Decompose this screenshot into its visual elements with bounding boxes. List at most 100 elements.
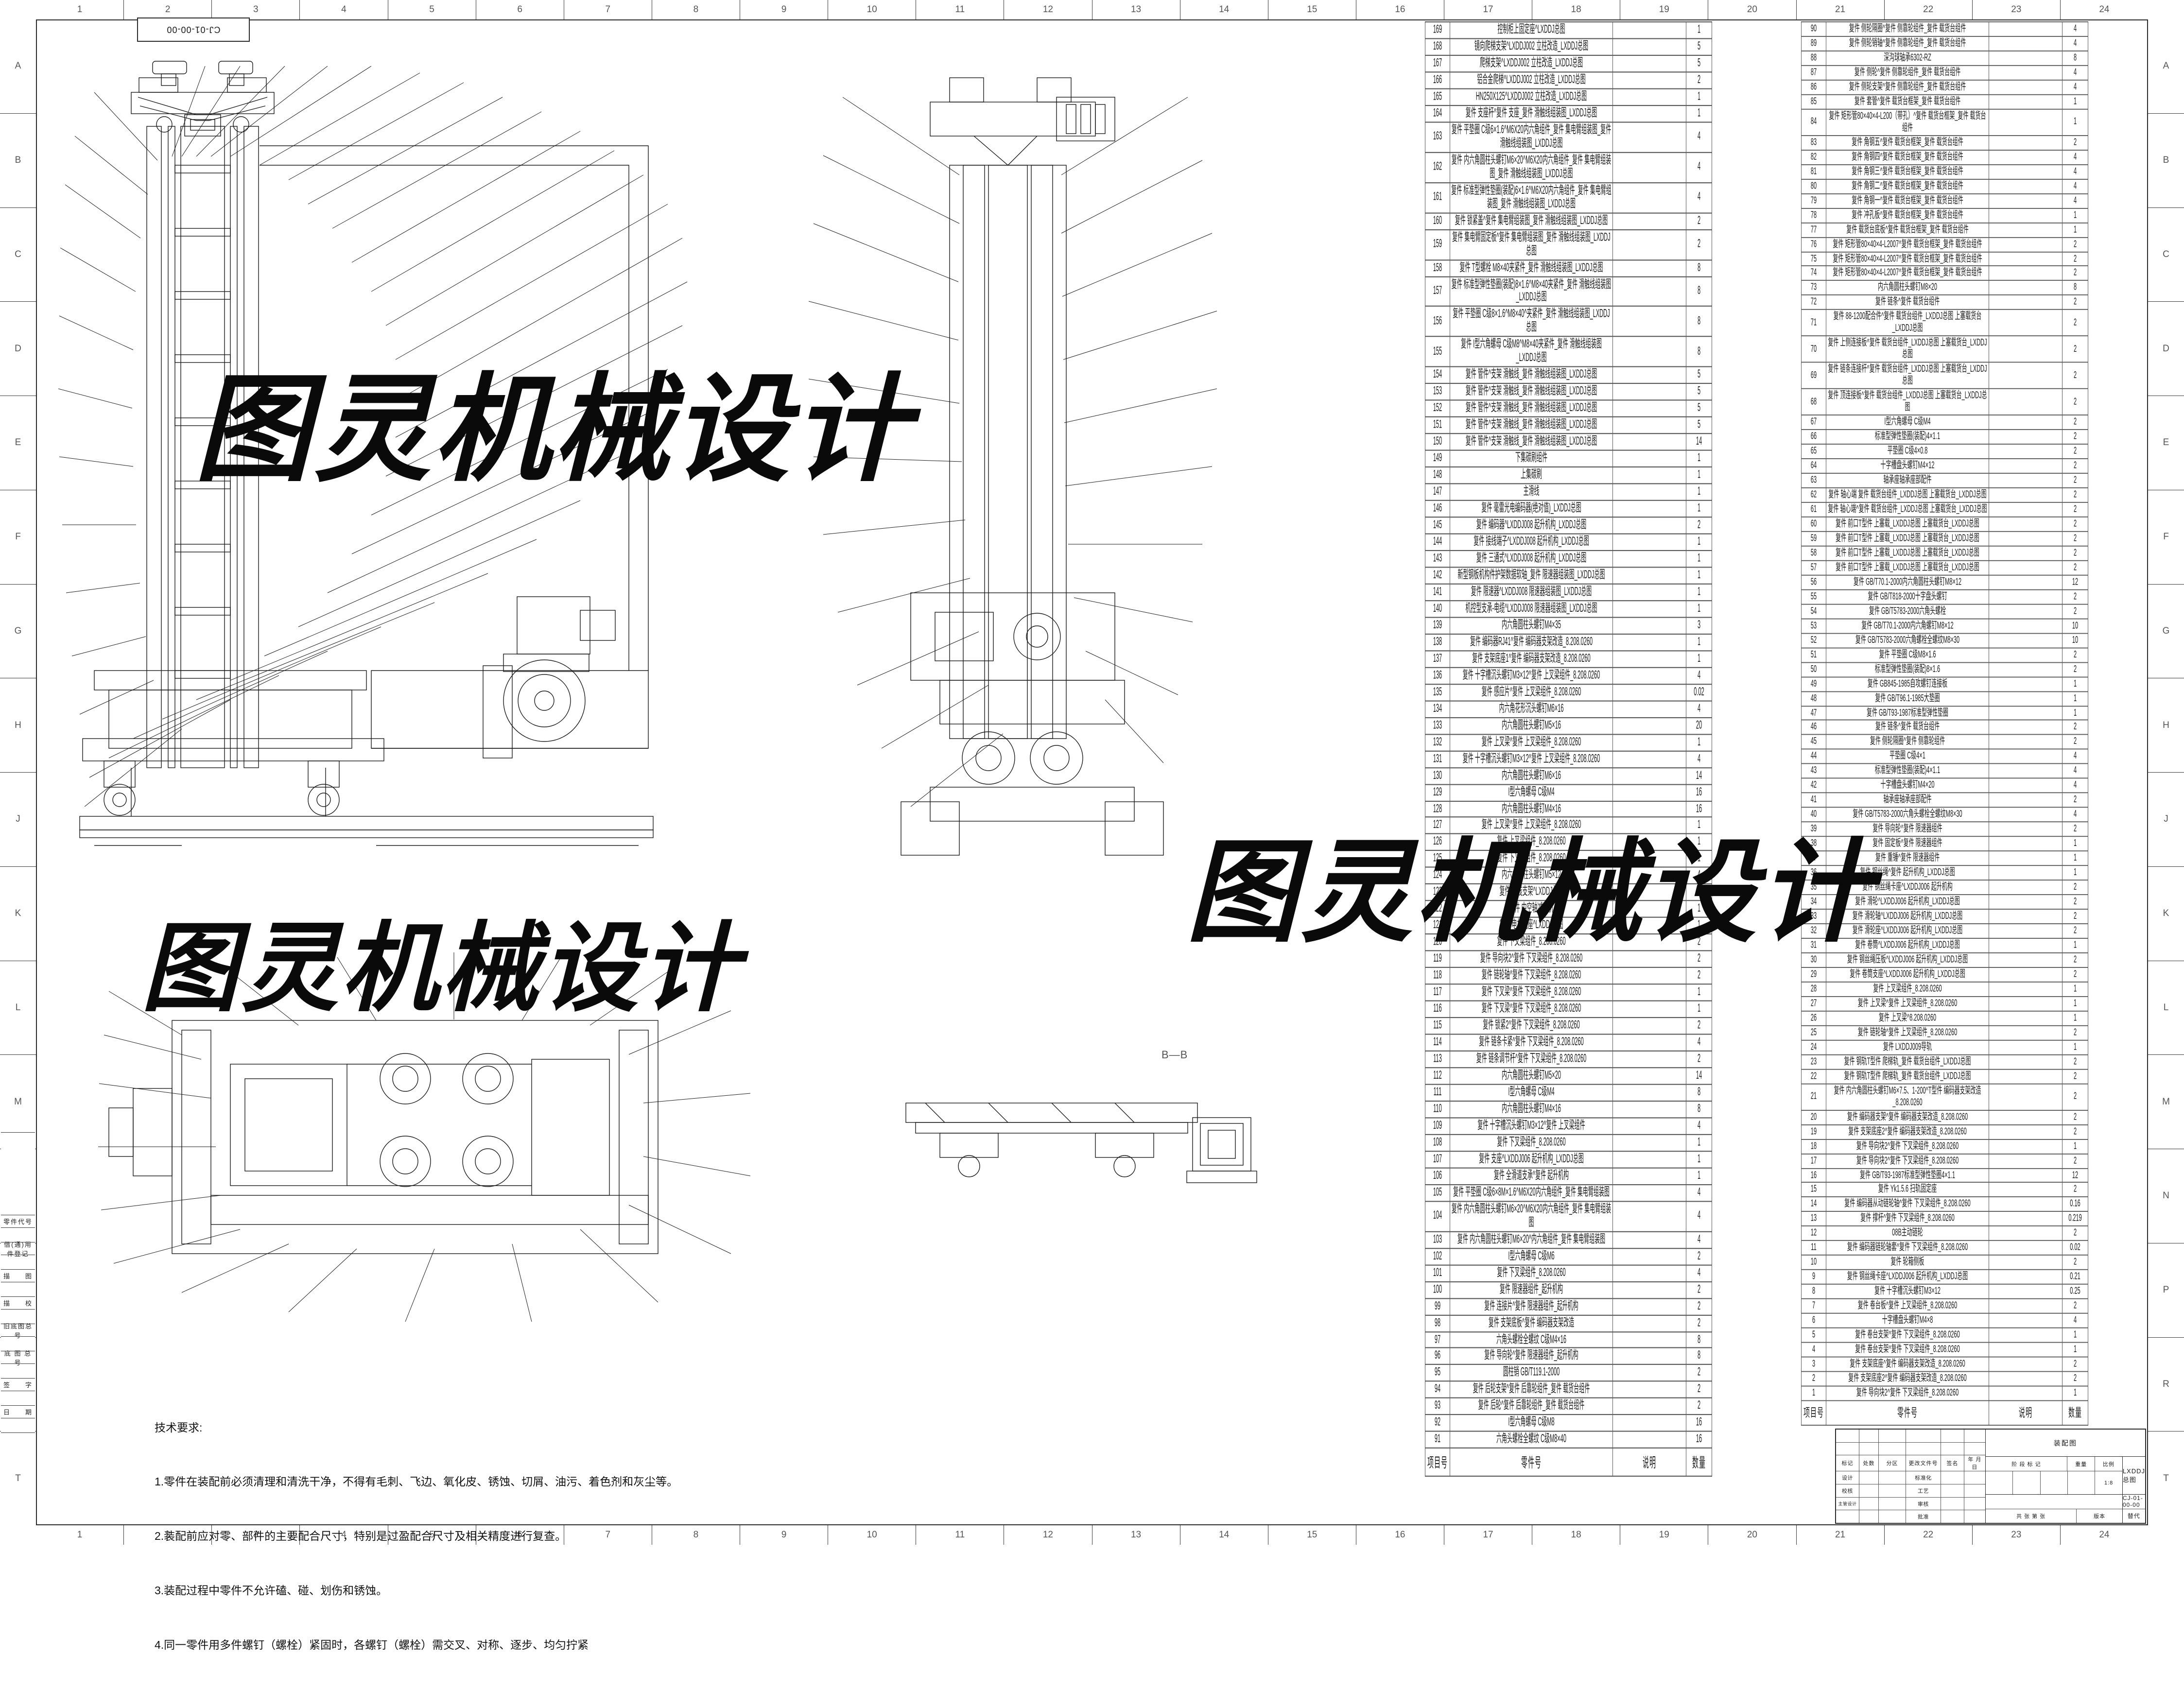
bom-cell-part: 深沟球轴承6302-RZ	[1826, 50, 1989, 66]
bom-cell-qty: 4	[2062, 164, 2088, 180]
bom-cell-desc	[1612, 1117, 1686, 1135]
bom-cell-qty: 16	[1686, 1431, 1712, 1449]
bom-cell-qty: 5	[1686, 38, 1712, 56]
bom-cell-item: 21	[1801, 1083, 1826, 1111]
bom-cell-qty: 2	[2062, 516, 2088, 532]
bom-cell-desc	[1989, 1182, 2063, 1198]
zone-right-cell-G: G	[2148, 585, 2184, 679]
bom-cell-qty: 4	[1686, 750, 1712, 768]
bom-cell-part: 复件 集电臂固定板^复件 集电臂组装图_复件 滑触线组装图_LXDDJ总图	[1450, 228, 1613, 260]
bom-cell-item: 122	[1425, 900, 1450, 918]
stage-weight-scale-left: 阶 段 标 记 重量 比例 1:8	[1985, 1457, 2123, 1494]
bom-cell-qty: 2	[2062, 792, 2088, 808]
bom-cell-item: 118	[1425, 967, 1450, 985]
bom-cell-item: 133	[1425, 717, 1450, 735]
bom-cell-part: 复件 内六角圆柱头螺钉M6×7.5、1-200^T型件 编码器支架改造_8.20…	[1826, 1083, 1989, 1111]
bom-cell-qty: 2	[2062, 952, 2088, 968]
bom-cell-desc	[1612, 121, 1686, 153]
bom-cell-qty: 2	[1686, 1050, 1712, 1069]
bom-cell-qty: 2	[2062, 237, 2088, 252]
bom-cell-desc	[1612, 1397, 1686, 1415]
bom-cell-part: 复件 十字槽沉头螺钉M3×12^复件 上叉梁组件_8.208.0260	[1450, 667, 1613, 685]
zone-left-cell-G: G	[0, 585, 36, 679]
bom-cell-item: 156	[1425, 306, 1450, 338]
bom-cell-item: 66	[1801, 429, 1826, 445]
zone-top-cell-24: 24	[2099, 4, 2110, 15]
bom-cell-desc	[1612, 633, 1686, 651]
stage-mark-cell-2	[2013, 1471, 2041, 1494]
zone-top-cell-2: 2	[124, 0, 212, 19]
registration-field-5[interactable]	[1, 1364, 35, 1379]
bom-cell-item: 126	[1425, 833, 1450, 851]
bom-cell-item: 65	[1801, 444, 1826, 459]
bom-cell-part: 复件 内六角圆柱头螺钉M6×20^内六角组件_复件 集电臂组装图	[1450, 1231, 1613, 1249]
bom-cell-qty: 2	[1686, 1247, 1712, 1265]
registration-field-7[interactable]	[1, 1418, 35, 1433]
bom-cell-part: 轴承座轴承座部配件	[1826, 472, 1989, 488]
bom-cell-qty: 2	[2062, 923, 2088, 939]
registration-field-0[interactable]	[1, 1228, 35, 1242]
bom-cell-part: 复件 上叉梁^8.208.0260	[1826, 1010, 1989, 1026]
registration-field-3[interactable]	[1, 1310, 35, 1324]
registration-field-2[interactable]	[1, 1282, 35, 1297]
bom-cell-item: 94	[1425, 1381, 1450, 1399]
bom-cell-item: 127	[1425, 817, 1450, 835]
bom-cell-item: 107	[1425, 1150, 1450, 1169]
registration-label-7: 日 期	[1, 1406, 35, 1418]
bom-cell-item: 125	[1425, 850, 1450, 868]
zone-bottom-cell-8: 8	[652, 1525, 740, 1545]
registration-field-4[interactable]	[1, 1337, 35, 1351]
registration-field-6[interactable]	[1, 1391, 35, 1406]
bom-cell-qty: 5	[1686, 366, 1712, 384]
bom-cell-qty: 14	[1686, 433, 1712, 451]
bom-cell-item: 78	[1801, 207, 1826, 223]
bom-cell-part: 复件 滑轮^LXDDJ006 起升机构_LXDDJ总图	[1826, 894, 1989, 910]
bom-cell-part: I型六角螺母 C级M8	[1450, 1414, 1613, 1432]
bom-cell-qty: 1	[2062, 850, 2088, 866]
zone-left-cell-A: A	[0, 19, 36, 114]
zone-bottom-cell-20: 20	[1708, 1525, 1797, 1545]
bom-cell-part: 复件 链条调节杆^复件 下叉梁组件_8.208.0260	[1450, 1050, 1613, 1069]
bom-cell-item: 46	[1801, 720, 1826, 736]
rev-zone-1	[1879, 1430, 1906, 1442]
bom-cell-item: 121	[1425, 917, 1450, 935]
role-label-lead-design: 主管设计	[1836, 1497, 1859, 1510]
bom-cell-desc	[1612, 1431, 1686, 1449]
technical-requirement-line-2: 2.装配前应对零、部件的主要配合尺寸，特别是过盈配合尺寸及相关精度进行复查。	[155, 1530, 567, 1542]
zone-bottom-cell-15: 15	[1268, 1525, 1356, 1545]
bom-cell-desc	[1989, 222, 2063, 238]
bom-cell-qty: 1	[1686, 567, 1712, 585]
bom-cell-qty: 2	[2062, 531, 2088, 547]
bom-cell-item: 130	[1425, 767, 1450, 785]
bom-cell-qty: 2	[2062, 734, 2088, 750]
zone-bottom-cell-7: 7	[564, 1525, 652, 1545]
bom-cell-part: 复件 前口T型件 上塞载_LXDDJ总图 上塞载货台_LXDDJ总图	[1826, 545, 1989, 561]
bom-cell-part: 复件 GB/T70.1-2000内六角螺钉M8×12	[1826, 618, 1989, 634]
bom-cell-qty: 2	[2062, 1182, 2088, 1198]
registration-field-1[interactable]	[1, 1255, 35, 1270]
bom-cell-qty: 2	[2062, 309, 2088, 337]
bom-cell-desc	[1612, 1134, 1686, 1152]
bom-cell-qty: 2	[2062, 444, 2088, 459]
bom-cell-part: 内六角圆柱头螺钉M5×16	[1450, 717, 1613, 735]
zone-top-cell-23: 23	[1973, 0, 2061, 19]
technical-requirement-line-4: 4.同一零件用多件螺钉（螺栓）紧固时，各螺钉（螺栓）需交叉、对称、逐步、均匀拧紧	[155, 1638, 589, 1651]
